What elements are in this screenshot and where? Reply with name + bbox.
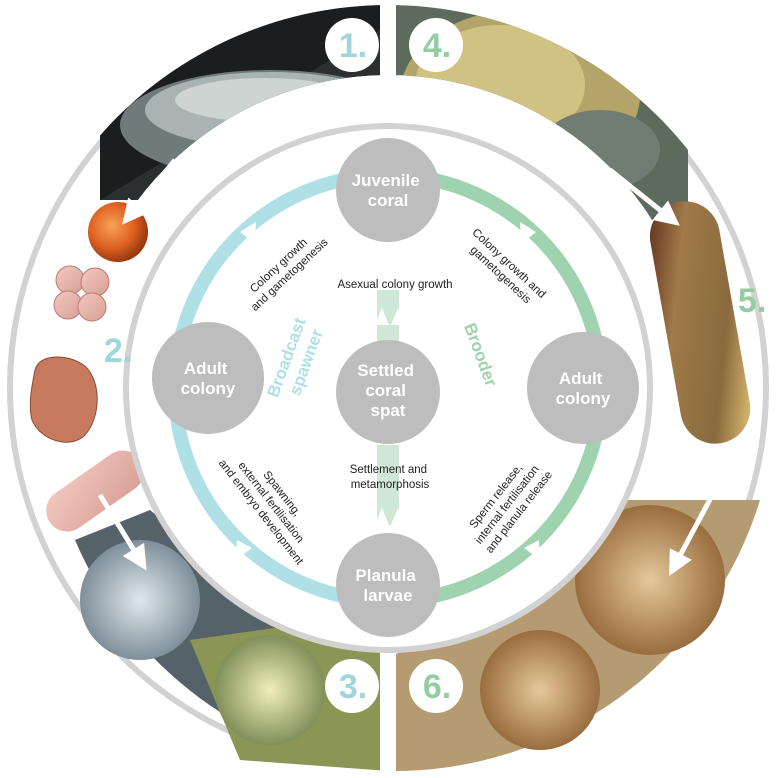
step-5-number: 5. [738,282,766,320]
step-3-number: 3. [339,668,367,706]
embryo-irregular-photo [30,357,97,442]
planula-larvae-node [336,533,440,637]
step-4-number: 4. [423,27,451,65]
step-2-number: 2. [104,332,132,370]
egg-photo [88,202,148,262]
step-6-number: 6. [423,668,451,706]
asexual-colony-growth-label: Asexual colony growth [337,279,452,291]
juvenile-coral-node [336,138,440,242]
step-1-number: 1. [339,27,367,65]
adult-colony-right-label: Adult colony [556,369,611,408]
planula-brown-photo [644,196,755,449]
planula-larvae-label: Planula larvae [355,566,420,605]
adult-colony-right-node [527,332,639,444]
adult-colony-left-node [152,322,264,434]
adult-colony-left-label: Adult colony [181,359,236,398]
embryo-cleavage-photo [54,266,109,321]
